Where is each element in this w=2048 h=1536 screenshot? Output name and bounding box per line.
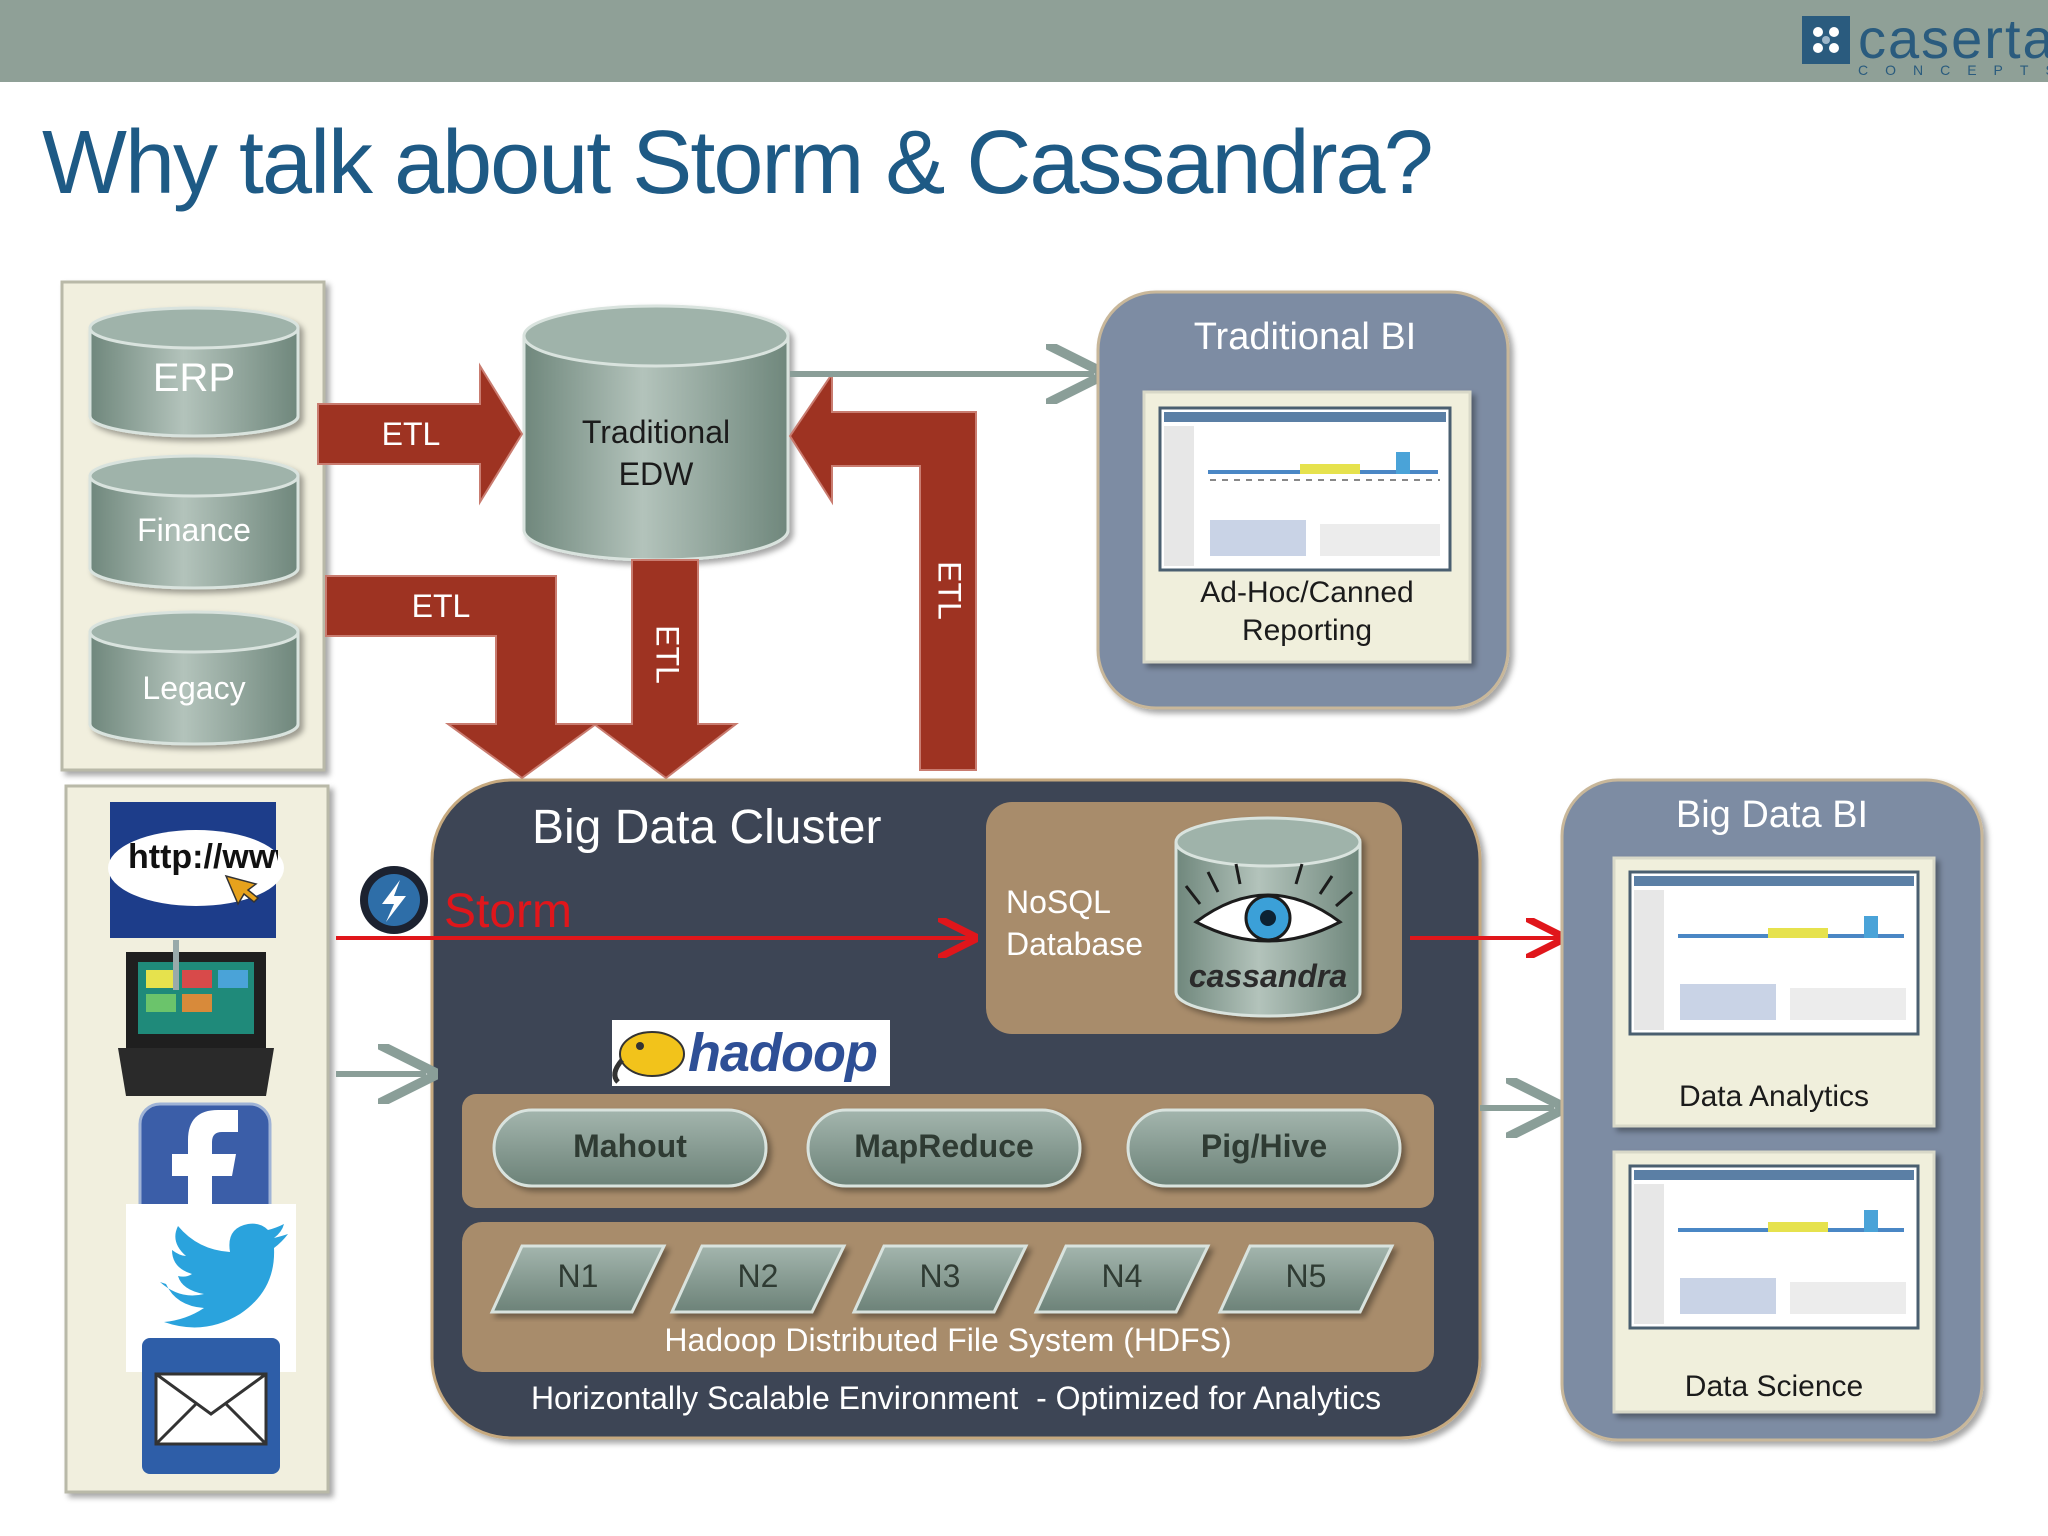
tool-label-mahout: Mahout [573, 1128, 687, 1164]
nosql-label-line2: Database [1006, 926, 1143, 962]
tool-label-mapreduce: MapReduce [854, 1128, 1034, 1164]
caserta-logo: caserta CONCEPTS [1800, 6, 2048, 82]
legacy-database [88, 610, 300, 746]
node-shape-n3 [851, 1244, 1029, 1314]
node-shape-n4 [1033, 1244, 1211, 1314]
node-label-n2: N2 [737, 1258, 779, 1294]
etl-arrow-edw-down [591, 559, 739, 780]
node-label-n5: N5 [1285, 1258, 1327, 1294]
pos-terminal-icon [118, 940, 274, 1096]
etl-label-edw-down: ETL [649, 625, 686, 684]
edw-label-line1: Traditional [581, 414, 731, 450]
nosql-label-line1: NoSQL [1006, 884, 1111, 920]
header-bar [0, 0, 2048, 82]
node-label-n4: N4 [1101, 1258, 1143, 1294]
tool-pill-mahout [492, 1108, 768, 1188]
storm-label: Storm [444, 885, 573, 938]
node-shape-n5 [1217, 1244, 1395, 1314]
erp-database [88, 306, 300, 438]
science-screenshot-thumbnail [1628, 1164, 1920, 1330]
node-shape-n1 [489, 1244, 667, 1314]
cassandra-database [1174, 816, 1362, 1018]
etl-label-to-cluster: ETL [411, 588, 471, 624]
etl-label-to-edw: ETL [381, 416, 441, 452]
hdfs-label: Hadoop Distributed File System (HDFS) [664, 1322, 1232, 1358]
edw-label-line2: EDW [618, 456, 694, 492]
cassandra-wordmark: cassandra [1188, 958, 1348, 994]
reporting-caption-line2: Reporting [1241, 614, 1373, 647]
tool-pill-pighive [1126, 1108, 1402, 1188]
tool-label-pighive: Pig/Hive [1200, 1128, 1328, 1164]
finance-label: Finance [137, 512, 251, 548]
finance-database [88, 454, 300, 590]
bi-screenshot-thumbnail [1158, 406, 1452, 572]
etl-label-cluster-up: ETL [931, 561, 968, 620]
storm-logo-icon [360, 866, 428, 934]
erp-label: ERP [152, 356, 236, 400]
hadoop-wordmark: hadoop [688, 1023, 878, 1083]
analytics-screenshot-thumbnail [1628, 870, 1920, 1036]
http-label: http://www. [128, 838, 278, 876]
big-data-bi-title: Big Data BI [1675, 794, 1869, 836]
etl-arrow-to-edw [317, 362, 524, 506]
data-analytics-label: Data Analytics [1678, 1080, 1870, 1113]
etl-arrow-to-cluster [325, 575, 600, 780]
big-data-cluster-title: Big Data Cluster [532, 801, 882, 854]
email-icon [142, 1338, 280, 1474]
node-shape-n2 [669, 1244, 847, 1314]
caserta-mark-icon [1802, 16, 1850, 64]
data-science-label: Data Science [1684, 1370, 1864, 1403]
http-icon [108, 802, 284, 938]
traditional-edw-database [522, 304, 790, 562]
tool-pill-mapreduce [806, 1108, 1082, 1188]
traditional-bi-title: Traditional BI [1193, 316, 1417, 358]
node-label-n3: N3 [919, 1258, 961, 1294]
slide-title: Why talk about Storm & Cassandra? [42, 113, 1434, 213]
reporting-caption-line1: Ad-Hoc/Canned [1200, 576, 1414, 609]
node-label-n1: N1 [557, 1258, 599, 1294]
etl-arrow-cluster-up [788, 370, 977, 771]
cluster-footer: Horizontally Scalable Environment - Opti… [530, 1380, 1382, 1416]
hadoop-elephant-icon [612, 1031, 685, 1084]
legacy-label: Legacy [142, 670, 246, 706]
